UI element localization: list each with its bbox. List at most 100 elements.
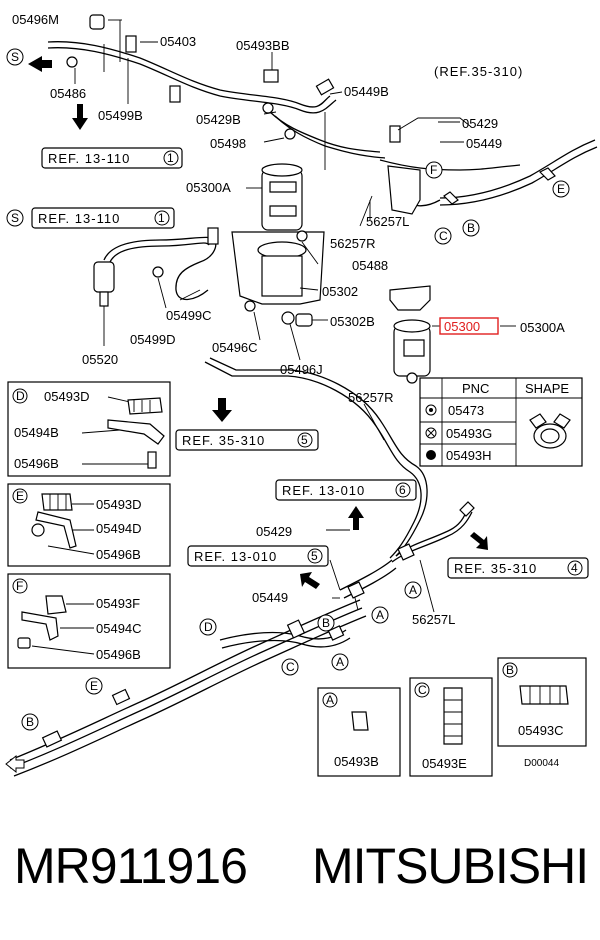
label-05498: 05498 <box>210 136 246 151</box>
marker-S-mid: S <box>11 211 19 225</box>
marker-C-low: C <box>286 660 295 674</box>
box-F-marker: F <box>16 579 23 593</box>
label-56257R-top: 56257R <box>330 236 376 251</box>
box-C-marker: C <box>418 683 427 697</box>
fuel-filter-part <box>389 285 431 384</box>
marker-A-low2: A <box>336 655 344 669</box>
table-header-pnc: PNC <box>462 381 489 396</box>
main-fuel-lines <box>9 357 473 777</box>
table-row-05493G: 05493G <box>446 426 492 441</box>
detail-box-E: E 05493D 05494D 05496B <box>7 483 171 567</box>
ref-35-310-mid: REF. 35-310 <box>182 433 265 448</box>
label-05496C: 05496C <box>212 340 258 355</box>
label-05499B: 05499B <box>98 108 143 123</box>
label-05300A-right: 05300A <box>520 320 565 335</box>
box-E-item-1: 05494D <box>96 521 142 536</box>
label-05403: 05403 <box>160 34 196 49</box>
top-fuel-lines <box>47 20 521 171</box>
box-F-item-1: 05494C <box>96 621 142 636</box>
marker-D-low: D <box>204 620 213 634</box>
marker-S-top: S <box>11 50 19 64</box>
label-05499D: 05499D <box>130 332 176 347</box>
label-05496J: 05496J <box>280 362 323 377</box>
pnc-shape-table: PNC SHAPE 05473 05493G 05493H <box>419 377 583 467</box>
label-56257L-mid: 56257L <box>412 612 455 627</box>
label-56257L-top: 56257L <box>366 214 409 229</box>
left-hose <box>93 227 219 307</box>
brand-name: MITSUBISHI <box>312 838 589 894</box>
ref-circle-1a: 1 <box>167 151 174 165</box>
box-E-item-2: 05496B <box>96 547 141 562</box>
label-05449-mid: 05449 <box>252 590 288 605</box>
box-F-item-0: 05493F <box>96 596 140 611</box>
marker-F: F <box>430 163 437 177</box>
box-F-item-2: 05496B <box>96 647 141 662</box>
ref-13-110-mid: REF. 13-110 <box>38 211 120 226</box>
ref-circle-5b: 5 <box>311 549 318 563</box>
arrow-up-left-icon <box>300 572 320 589</box>
label-05493BB: 05493BB <box>236 38 290 53</box>
ref-circle-4: 4 <box>571 561 578 575</box>
detail-box-C: C 05493E <box>409 677 493 777</box>
table-header-shape: SHAPE <box>525 381 569 396</box>
arrow-down-icon <box>72 104 88 130</box>
mid-labels: 56257R 05429 05449 56257L <box>252 390 455 627</box>
arrow-down-icon <box>212 398 232 422</box>
arrow-left-outline-icon <box>5 754 25 774</box>
detail-box-F: F 05493F 05494C 05496B <box>7 573 171 669</box>
top-labels: 05496M 05403 05493BB 05486 05499B 05449B… <box>12 12 565 377</box>
fuel-filter-assembly <box>231 163 325 327</box>
table-row-05493H: 05493H <box>446 448 492 463</box>
ref-35-310-top: (REF.35-310) <box>434 64 523 79</box>
top-left-clips <box>66 14 401 143</box>
label-05449B: 05449B <box>344 84 389 99</box>
label-05429B: 05429B <box>196 112 241 127</box>
parts-diagram: 05496M 05403 05493BB 05486 05499B 05449B… <box>5 12 598 777</box>
box-E-marker: E <box>16 489 24 503</box>
arrow-left-icon <box>28 56 52 72</box>
box-B-item: 05493C <box>518 723 564 738</box>
diagram-code: D00044 <box>524 758 559 769</box>
label-05488: 05488 <box>352 258 388 273</box>
part-number: MR911916 <box>14 838 248 894</box>
label-05302B: 05302B <box>330 314 375 329</box>
marker-A-low1: A <box>376 608 384 622</box>
ref-circle-5a: 5 <box>301 433 308 447</box>
label-05520: 05520 <box>82 352 118 367</box>
label-05429-top: 05429 <box>462 116 498 131</box>
box-D-marker: D <box>16 389 25 403</box>
detail-box-D: D 05493D 05494B 05496B <box>7 381 171 477</box>
detail-box-B: B 05493C <box>497 657 587 747</box>
label-05499C: 05499C <box>166 308 212 323</box>
marker-E-low: E <box>90 679 98 693</box>
ref-35-310-4: REF. 35-310 <box>454 561 537 576</box>
label-05496M: 05496M <box>12 12 59 27</box>
lower-clips <box>41 501 475 748</box>
box-D-item-1: 05494B <box>14 425 59 440</box>
box-A-marker: A <box>326 693 334 707</box>
label-05449-top: 05449 <box>466 136 502 151</box>
label-05300-highlighted[interactable]: 05300 <box>444 319 480 334</box>
label-05300A-left: 05300A <box>186 180 231 195</box>
top-right-lines <box>387 117 598 215</box>
leader-lines <box>74 19 516 613</box>
box-A-item: 05493B <box>334 754 379 769</box>
label-05429-mid: 05429 <box>256 524 292 539</box>
ref-circle-6: 6 <box>399 483 406 497</box>
ref-13-110-top: REF. 13-110 <box>48 151 130 166</box>
marker-A-right: A <box>409 583 417 597</box>
box-D-item-0: 05493D <box>44 389 90 404</box>
marker-B-low: B <box>322 616 330 630</box>
highlight-05300-box <box>439 317 499 335</box>
box-B-marker: B <box>506 663 514 677</box>
label-05302: 05302 <box>322 284 358 299</box>
label-05486: 05486 <box>50 86 86 101</box>
box-D-item-2: 05496B <box>14 456 59 471</box>
box-E-item-0: 05493D <box>96 497 142 512</box>
ref-circle-1b: 1 <box>158 211 165 225</box>
arrow-down-right-icon <box>470 532 488 550</box>
table-row-05473: 05473 <box>448 403 484 418</box>
marker-E-top: E <box>557 182 565 196</box>
ref-boxes: REF. 13-110 1 REF. 13-110 1 REF. 35-310 … <box>31 147 589 579</box>
circle-markers: S S F E B C D B A A C A E B <box>6 48 570 731</box>
